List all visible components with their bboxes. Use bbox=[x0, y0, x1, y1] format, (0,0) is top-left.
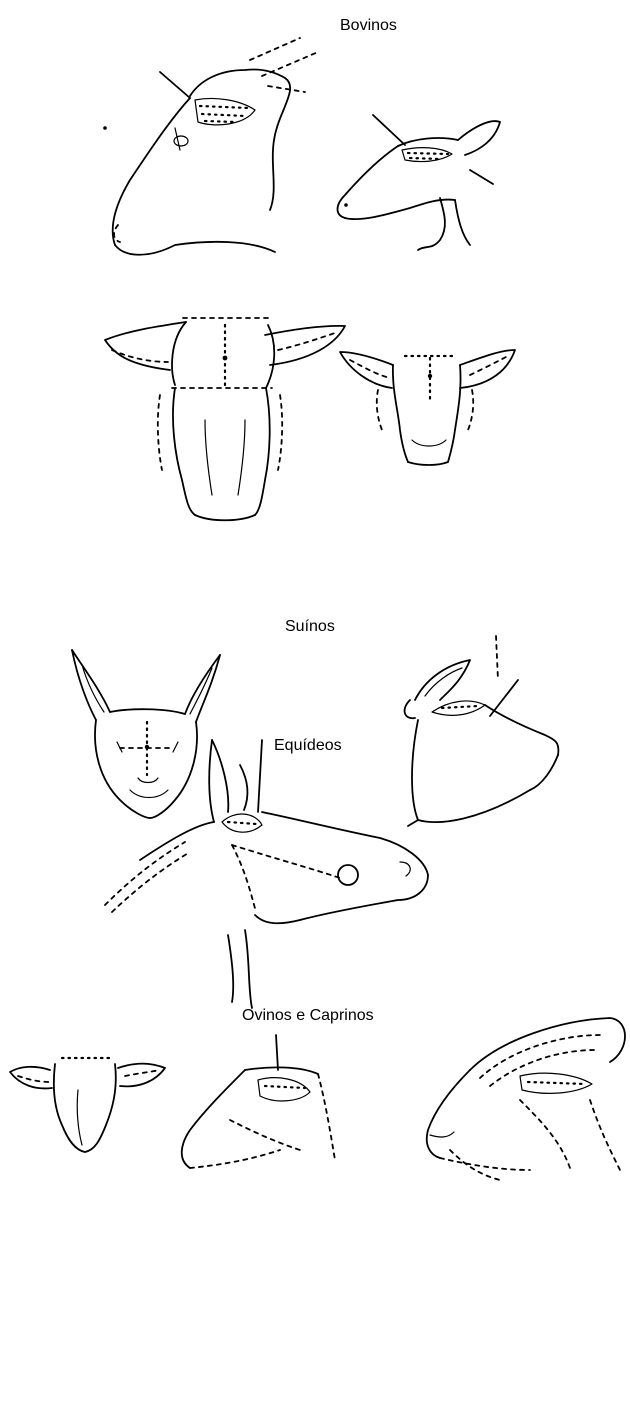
pig-head-side-drawing bbox=[405, 636, 559, 826]
horse-head-drawing bbox=[105, 740, 428, 1008]
cow-head-side-drawing bbox=[103, 38, 318, 255]
sheep-head-front-drawing bbox=[10, 1058, 165, 1152]
sheep-head-side-drawing bbox=[182, 1035, 335, 1168]
goat-head-side-drawing bbox=[427, 1018, 625, 1180]
cow-head-front-drawing bbox=[105, 318, 345, 520]
calf-head-side-drawing bbox=[338, 115, 501, 250]
pig-head-front-drawing bbox=[72, 650, 220, 818]
calf-head-front-drawing bbox=[340, 350, 515, 465]
